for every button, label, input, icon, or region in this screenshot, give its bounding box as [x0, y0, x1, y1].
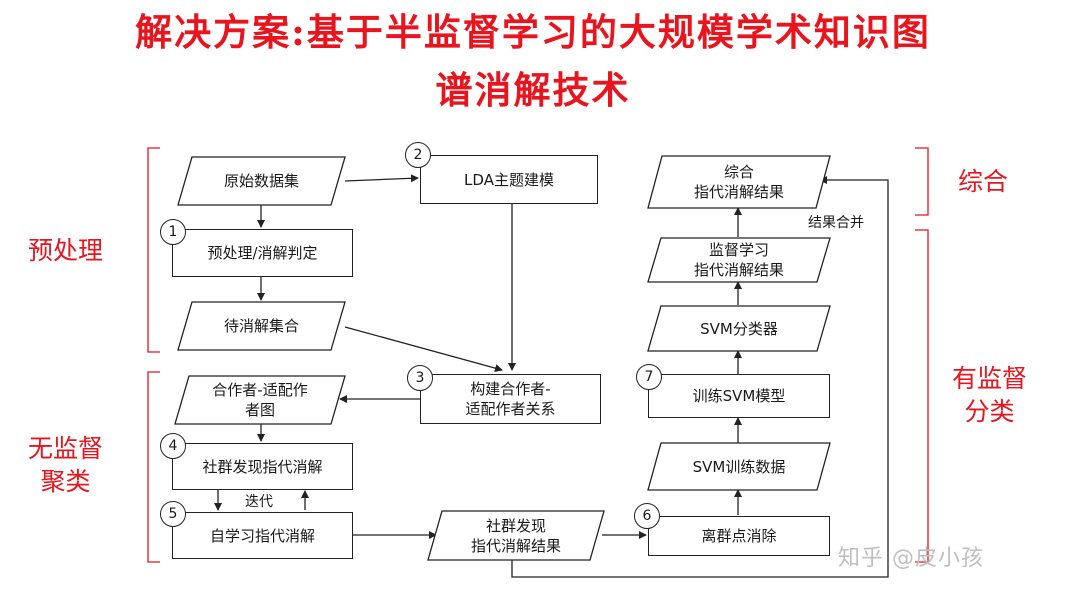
node-label: 社群发现指代消解结果 [471, 516, 561, 556]
step-number-6: 6 [634, 503, 660, 529]
node-final-result: 综合指代消解结果 [647, 155, 831, 209]
node-label-line-2: 指代消解结果 [693, 183, 784, 201]
section-label-unsupervised: 无监督 聚类 [28, 432, 103, 498]
node-self-learning: 自学习指代消解 [172, 512, 353, 559]
step-number-5: 5 [160, 501, 186, 527]
node-label: 待消解集合 [223, 317, 299, 335]
section-label-supervised: 有监督 分类 [952, 362, 1027, 428]
arrow-merge-results [511, 176, 889, 578]
node-label-line-1: 监督学习 [708, 241, 769, 259]
parallelogram-shape [177, 301, 346, 351]
parallelogram-shape [647, 305, 831, 352]
arrow-raw-to-lda [344, 174, 419, 183]
node-pending-set: 待消解集合 [177, 301, 346, 351]
node-coauthor-graph: 合作者-适配作者图 [174, 375, 346, 425]
node-label-line-2: 适配作者关系 [465, 400, 556, 418]
node-label: SVM分类器 [700, 319, 778, 338]
parallelogram-shape [177, 156, 346, 206]
slide-title-line-2: 谱消解技术 [435, 68, 631, 112]
brace-supervised [915, 229, 929, 563]
section-label-preprocess: 预处理 [28, 236, 104, 265]
node-label-line-1: 社群发现 [485, 516, 546, 535]
node-train-svm: 训练SVM模型 [648, 374, 830, 418]
node-label: 构建合作者- 适配作者关系 [465, 379, 555, 419]
section-label-merge: 综合 [958, 167, 1009, 196]
step-number-4: 4 [160, 433, 186, 459]
node-outlier-removal: 离群点消除 [648, 516, 830, 556]
node-label: 监督学习指代消解结果 [694, 240, 784, 280]
brace-preprocess [147, 147, 160, 353]
section-label-unsupervised-line-2: 聚类 [40, 467, 91, 496]
parallelogram-shape [647, 237, 831, 283]
node-label-line-1: 合作者-适配作 [212, 381, 308, 399]
node-preprocess-judge: 预处理/消解判定 [172, 229, 353, 277]
section-label-supervised-line-1: 有监督 [952, 364, 1028, 393]
node-label-line-2: 者图 [244, 401, 275, 419]
node-label: 原始数据集 [223, 172, 299, 190]
node-label: 合作者-适配作者图 [212, 380, 307, 420]
brace-merge [915, 147, 929, 216]
edge-label-merge-results: 结果合并 [808, 215, 864, 231]
node-label-line-2: 指代消解结果 [470, 536, 561, 555]
node-label: 综合指代消解结果 [694, 162, 784, 202]
node-raw-dataset: 原始数据集 [177, 156, 346, 206]
slide-title-line-1: 解决方案:基于半监督学习的大规模学术知识图 [135, 10, 931, 54]
watermark: 知乎 @皮小孩 [838, 546, 984, 571]
node-supervised-result: 监督学习指代消解结果 [647, 237, 831, 283]
parallelogram-shape [647, 155, 831, 209]
step-number-2: 2 [405, 142, 431, 168]
parallelogram-shape [427, 510, 605, 561]
node-label: SVM训练数据 [692, 457, 786, 476]
node-label-line-2: 指代消解结果 [693, 261, 784, 279]
step-number-3: 3 [407, 365, 433, 391]
node-build-relation: 构建合作者- 适配作者关系 [420, 374, 601, 424]
section-label-supervised-line-2: 分类 [964, 397, 1015, 426]
node-community-result: 社群发现指代消解结果 [427, 510, 605, 561]
node-svm-train-data: SVM训练数据 [647, 442, 831, 491]
node-community-detect: 社群发现指代消解 [172, 443, 353, 490]
arrow-pending-to-build [344, 326, 503, 373]
step-number-1: 1 [160, 219, 186, 245]
parallelogram-shape [174, 375, 346, 425]
edge-label-iterate: 迭代 [245, 494, 273, 510]
node-svm-classifier: SVM分类器 [647, 305, 831, 352]
node-label-line-1: 构建合作者- [470, 380, 551, 398]
node-lda-topic-modeling: LDA主题建模 [420, 155, 598, 204]
section-label-unsupervised-line-1: 无监督 [28, 434, 104, 463]
brace-unsupervised [147, 371, 160, 563]
parallelogram-shape [647, 442, 831, 491]
step-number-7: 7 [636, 364, 662, 390]
node-label-line-1: 综合 [723, 163, 754, 181]
